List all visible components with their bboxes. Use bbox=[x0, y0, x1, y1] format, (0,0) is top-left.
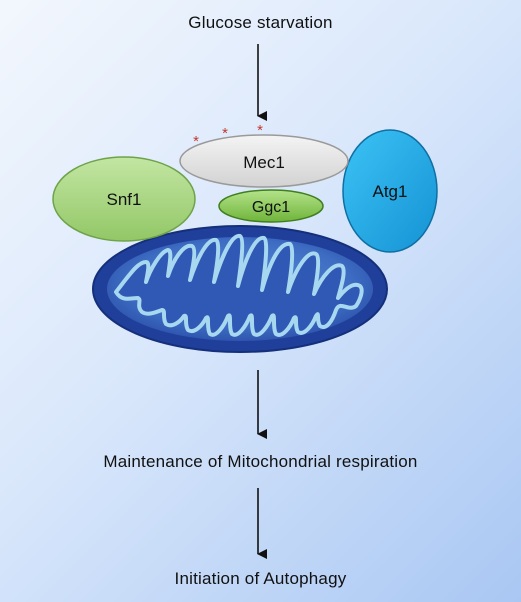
cristae-membrane bbox=[114, 234, 364, 337]
mec1-label: Mec1 bbox=[243, 153, 285, 172]
phospho-marker-2: * bbox=[222, 125, 228, 142]
snf1-label: Snf1 bbox=[107, 190, 142, 209]
snf1-protein bbox=[52, 156, 196, 242]
phospho-marker-1: * bbox=[193, 133, 199, 150]
mitochondrial-respiration-label: Maintenance of Mitochondrial respiration bbox=[103, 452, 418, 471]
phospho-marker-3: * bbox=[257, 122, 263, 139]
mitochondrion-icon bbox=[92, 225, 388, 353]
ggc1-label: Ggc1 bbox=[252, 199, 290, 216]
mec1-protein bbox=[179, 134, 349, 188]
ggc1-protein bbox=[218, 189, 324, 223]
atg1-protein bbox=[342, 129, 438, 253]
autophagy-label: Initiation of Autophagy bbox=[174, 569, 347, 588]
atg1-label: Atg1 bbox=[373, 182, 408, 201]
glucose-starvation-label: Glucose starvation bbox=[188, 13, 333, 32]
